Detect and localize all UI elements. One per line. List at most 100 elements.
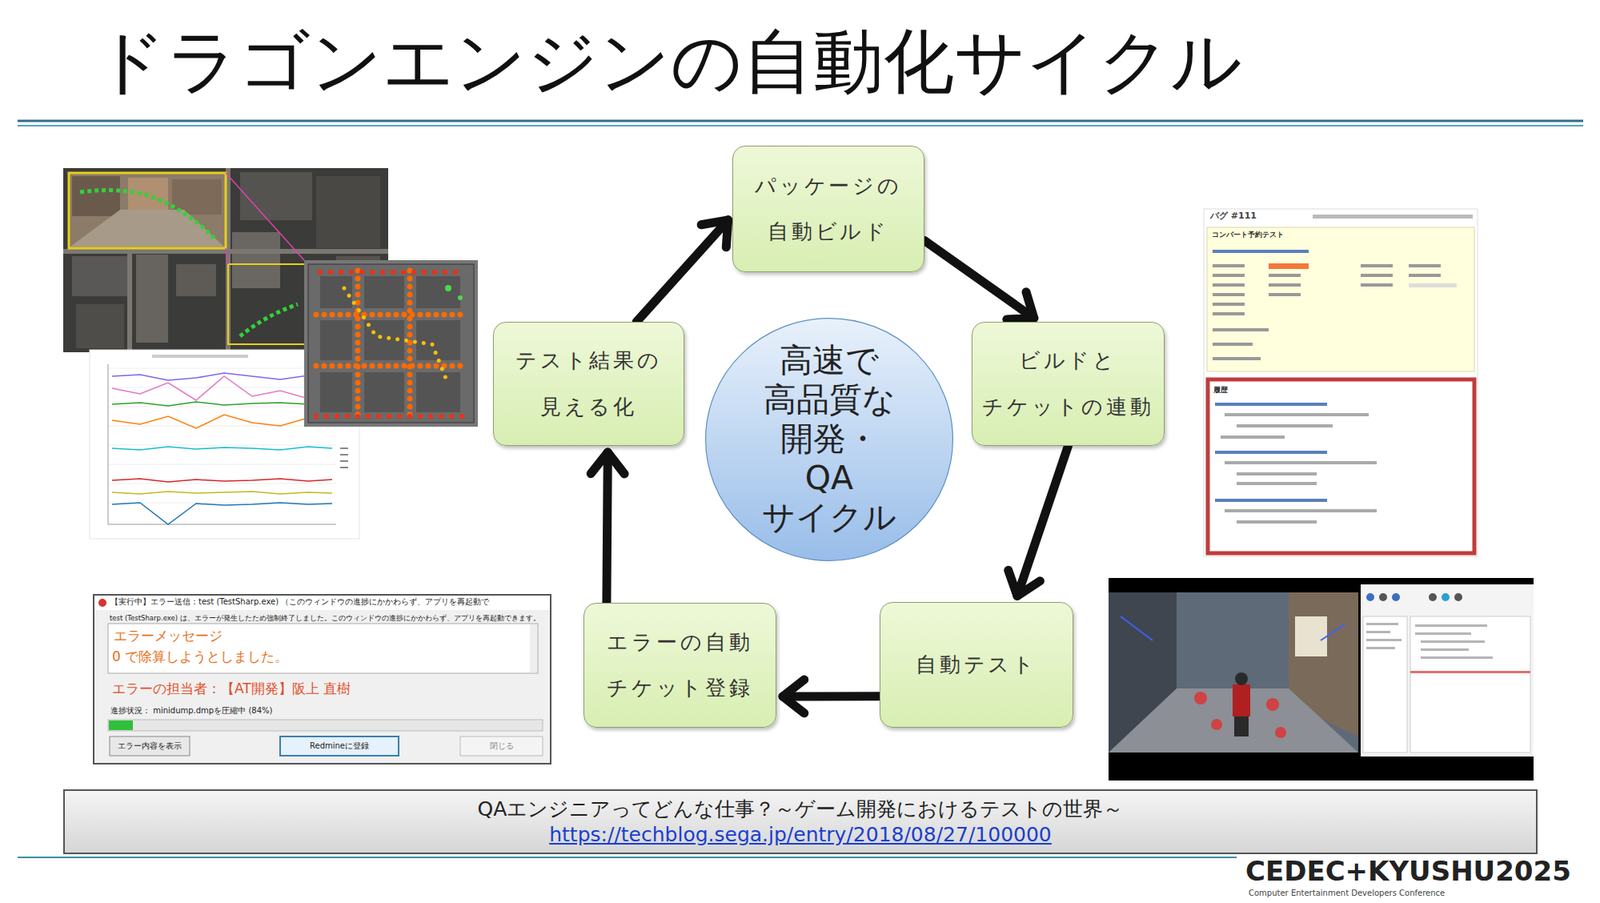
line-chart-part — [112, 401, 333, 406]
error-dialog-screenshot-part — [108, 720, 133, 730]
error-dialog-screenshot — [93, 594, 551, 764]
cycle-arrow — [636, 220, 728, 322]
null-part-part — [1415, 624, 1488, 627]
line-chart-part — [112, 372, 333, 381]
dialog-button: エラー内容を表示 — [109, 736, 190, 756]
heat-map-part — [316, 270, 469, 417]
node-label: テスト結果の 見える化 — [502, 337, 675, 430]
game-screenshot-part — [72, 176, 121, 217]
node-label: エラーの自動 チケット登録 — [593, 619, 767, 711]
bug-ticket-screenshot-part — [1207, 227, 1475, 372]
null-part-part — [1366, 646, 1396, 650]
null-part — [1212, 264, 1441, 361]
null-part-part — [1212, 292, 1245, 297]
game-screenshot-part — [232, 232, 281, 289]
null-part-part — [1420, 640, 1485, 643]
game-screenshot-part — [240, 304, 298, 337]
test-run-screenshot-part — [1275, 726, 1287, 738]
test-run-screenshot-part — [1454, 593, 1463, 602]
error-dialog-screenshot-part — [94, 595, 550, 610]
reference-box: QAエンジニアってどんな仕事？～ゲーム開発におけるテストの世界～https://… — [63, 789, 1538, 855]
test-run-screenshot-part — [1410, 670, 1531, 674]
null-part-part — [1236, 424, 1333, 428]
cycle-arrow — [1008, 445, 1069, 596]
error-dialog-screenshot-part — [108, 623, 538, 674]
null-part-part — [1220, 435, 1285, 439]
arrowhead — [1006, 292, 1035, 320]
conference-subtitle: Computer Entertainment Developers Confer… — [1248, 888, 1445, 899]
null-part-part — [1215, 450, 1328, 454]
process-box: テスト結果の 見える化 — [493, 321, 685, 446]
cycle-arrow — [924, 240, 1035, 320]
null-part-part — [1420, 648, 1469, 651]
line-chart-part — [112, 446, 333, 450]
game-screenshot-part — [240, 172, 313, 221]
game-screenshot-part — [316, 176, 381, 249]
ticket-subject: コンバート予約テスト — [1211, 230, 1284, 240]
error-dialog-screenshot-part — [529, 624, 538, 673]
node-text-wrap: テスト結果の 見える化 — [502, 337, 675, 430]
test-run-screenshot-part — [1366, 593, 1375, 602]
game-screenshot-part — [72, 256, 129, 297]
cycle-circle: 高速で 高品質な 開発・ QA サイクル — [704, 316, 955, 562]
line-chart-part — [108, 364, 337, 525]
heat-map-part — [445, 284, 452, 292]
bug-ticket-screenshot-part — [1207, 379, 1475, 554]
arrow-shaft — [782, 691, 880, 701]
null-part-part — [1360, 283, 1393, 287]
test-run-screenshot-part — [1441, 593, 1450, 602]
null-part-part — [1268, 292, 1301, 297]
null-part-part — [1212, 264, 1245, 268]
arrowhead — [782, 679, 805, 714]
node-label: QAエンジニアってどんな仕事？～ゲーム開発におけるテストの世界～ — [79, 796, 1522, 822]
node-text-wrap: QAエンジニアってどんな仕事？～ゲーム開発におけるテストの世界～https://… — [79, 796, 1522, 847]
footer-rule-part — [17, 856, 1237, 859]
node-text-wrap: エラーの自動 チケット登録 — [593, 619, 767, 711]
arrow-shaft — [924, 240, 1035, 319]
slide-title: ドラゴンエンジンの自動化サイクル — [94, 19, 1243, 105]
game-screenshot-part — [80, 190, 217, 241]
arrowhead — [1008, 569, 1041, 596]
dialog-text: test (TestSharp.exe) は、エラーが発生したため強制終了しまし… — [109, 613, 541, 622]
error-dialog-screenshot-part — [93, 594, 551, 764]
error-dialog-screenshot-part — [280, 736, 399, 756]
null-part-part — [1236, 481, 1317, 486]
arrowhead — [701, 220, 728, 248]
test-run-screenshot-part — [1391, 593, 1400, 602]
process-box: エラーの自動 チケット登録 — [583, 602, 777, 728]
null-part-part — [1236, 520, 1317, 524]
ticket-section: 履歴 — [1213, 385, 1228, 395]
bug-ticket-screenshot — [1203, 208, 1478, 557]
null-part-part — [1212, 283, 1245, 287]
line-chart-part — [340, 448, 349, 468]
line-chart-part — [108, 368, 337, 503]
null-part-part — [1215, 402, 1328, 406]
heat-map — [304, 260, 478, 427]
null-part-part — [1360, 273, 1393, 277]
arrow-shaft — [606, 452, 608, 603]
null-part-part — [1408, 273, 1441, 277]
bug-ticket-screenshot-part — [1268, 263, 1309, 269]
title-rule-part — [17, 124, 1584, 127]
test-run-screenshot-part — [1428, 593, 1437, 602]
error-dialog-screenshot-part — [109, 736, 190, 756]
line-chart-part — [112, 414, 333, 429]
test-run-screenshot — [1108, 577, 1534, 781]
node-label: 高速で 高品質な 開発・ QA サイクル — [752, 340, 907, 538]
null-part-part — [1366, 622, 1399, 626]
cycle-arrow — [782, 679, 880, 714]
node-label: パッケージの 自動ビルド — [741, 163, 915, 255]
line-chart-part — [112, 502, 333, 525]
test-run-screenshot-part — [1232, 684, 1251, 717]
node-text-wrap: 高速で 高品質な 開発・ QA サイクル — [752, 340, 907, 538]
null-part-part — [1415, 632, 1472, 635]
process-box: パッケージの 自動ビルド — [732, 145, 925, 273]
bug-ticket-screenshot-part — [1203, 208, 1478, 557]
error-message: 0 で除算しようとしました。 — [112, 648, 289, 665]
line-chart-part — [112, 491, 333, 494]
game-screenshot-part — [68, 172, 226, 249]
null-part — [1366, 622, 1493, 659]
error-dialog-screenshot-part — [98, 598, 107, 607]
node-sublabel: https://techblog.sega.jp/entry/2018/08/2… — [79, 822, 1522, 847]
